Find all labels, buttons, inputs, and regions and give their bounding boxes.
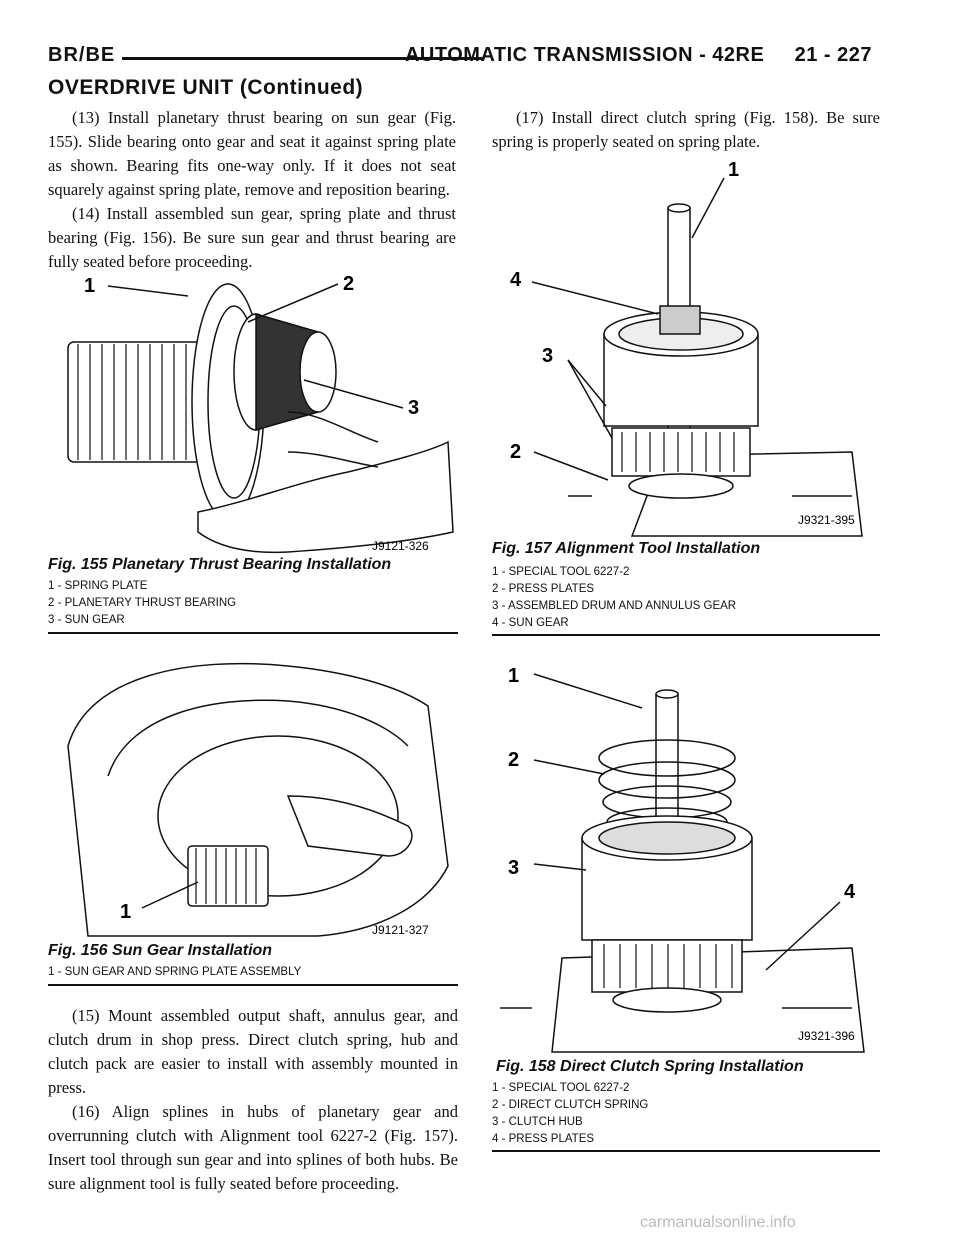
right-column-top: (17) Install direct clutch spring (Fig. … (492, 106, 880, 154)
fig-157-callout-4: 4 (510, 269, 522, 291)
step-17: (17) Install direct clutch spring (Fig. … (492, 108, 880, 151)
fig-157-legend-item: 4 - SUN GEAR (492, 617, 569, 629)
fig-155-legend-item: 3 - SUN GEAR (48, 614, 125, 626)
fig-155-legend: 1 - SPRING PLATE 2 - PLANETARY THRUST BE… (48, 578, 236, 629)
fig-155-code: J9121-326 (372, 539, 429, 553)
fig-158-callout-4: 4 (844, 881, 856, 903)
fig-158-illustration: 1 2 3 4 J9321-396 (492, 648, 882, 1056)
section-title: OVERDRIVE UNIT (Continued) (48, 76, 364, 99)
fig-155-legend-item: 1 - SPRING PLATE (48, 580, 148, 592)
fig-156-callout-1: 1 (120, 901, 131, 923)
fig-156-code: J9121-327 (372, 923, 429, 937)
fig-156-legend-item: 1 - SUN GEAR AND SPRING PLATE ASSEMBLY (48, 966, 302, 978)
fig-158-legend-item: 2 - DIRECT CLUTCH SPRING (492, 1099, 649, 1111)
step-14: (14) Install assembled sun gear, spring … (48, 204, 456, 271)
fig-157-callout-3: 3 (542, 345, 553, 367)
fig-157-callout-1: 1 (728, 159, 739, 181)
fig-158-legend-item: 3 - CLUTCH HUB (492, 1116, 583, 1128)
fig-155-illustration: 1 2 3 J9121-326 (48, 262, 458, 554)
fig-157-legend-item: 1 - SPECIAL TOOL 6227-2 (492, 566, 630, 578)
step-13: (13) Install planetary thrust bearing on… (48, 108, 456, 199)
fig-155-callout-2: 2 (343, 273, 354, 295)
fig-155-legend-item: 2 - PLANETARY THRUST BEARING (48, 597, 237, 609)
fig-157-legend-item: 3 - ASSEMBLED DRUM AND ANNULUS GEAR (492, 600, 737, 612)
fig-157-legend: 1 - SPECIAL TOOL 6227-2 2 - PRESS PLATES… (492, 564, 736, 632)
header-rule (122, 57, 482, 60)
fig-157-code: J9321-395 (798, 513, 855, 527)
fig-155-title: Fig. 155 Planetary Thrust Bearing Instal… (48, 556, 392, 573)
fig-158-legend-item: 1 - SPECIAL TOOL 6227-2 (492, 1082, 630, 1094)
fig-158-code: J9321-396 (798, 1029, 855, 1043)
fig-157-legend-item: 2 - PRESS PLATES (492, 583, 595, 595)
fig-156-illustration: 1 J9121-327 (48, 646, 458, 938)
header-left: BR/BE (48, 44, 116, 66)
fig-157-illustration: 1 4 3 2 J9321-395 (492, 156, 882, 540)
fig-158-rule (492, 1150, 880, 1152)
fig-158-callout-1: 1 (508, 665, 519, 687)
watermark: carmanualsonline.info (640, 1214, 796, 1231)
fig-156-legend: 1 - SUN GEAR AND SPRING PLATE ASSEMBLY (48, 964, 301, 981)
fig-156-title: Fig. 156 Sun Gear Installation (48, 942, 273, 959)
fig-158-title: Fig. 158 Direct Clutch Spring Installati… (496, 1058, 804, 1075)
fig-157-callout-2: 2 (510, 441, 521, 463)
fig-158-legend: 1 - SPECIAL TOOL 6227-2 2 - DIRECT CLUTC… (492, 1080, 648, 1148)
step-16: (16) Align splines in hubs of planetary … (48, 1102, 458, 1193)
fig-158-legend-item: 4 - PRESS PLATES (492, 1133, 595, 1145)
header-right: AUTOMATIC TRANSMISSION - 42RE 21 - 227 (404, 44, 872, 66)
step-15: (15) Mount assembled output shaft, annul… (48, 1006, 458, 1097)
fig-157-title: Fig. 157 Alignment Tool Installation (492, 540, 761, 557)
left-column-bottom: (15) Mount assembled output shaft, annul… (48, 1004, 458, 1196)
fig-155-callout-1: 1 (84, 275, 95, 297)
fig-158-callout-3: 3 (508, 857, 519, 879)
fig-155-callout-3: 3 (408, 397, 419, 419)
left-column-top: (13) Install planetary thrust bearing on… (48, 106, 456, 274)
fig-157-rule (492, 634, 880, 636)
fig-155-rule (48, 632, 458, 634)
fig-156-rule (48, 984, 458, 986)
fig-158-callout-2: 2 (508, 749, 519, 771)
